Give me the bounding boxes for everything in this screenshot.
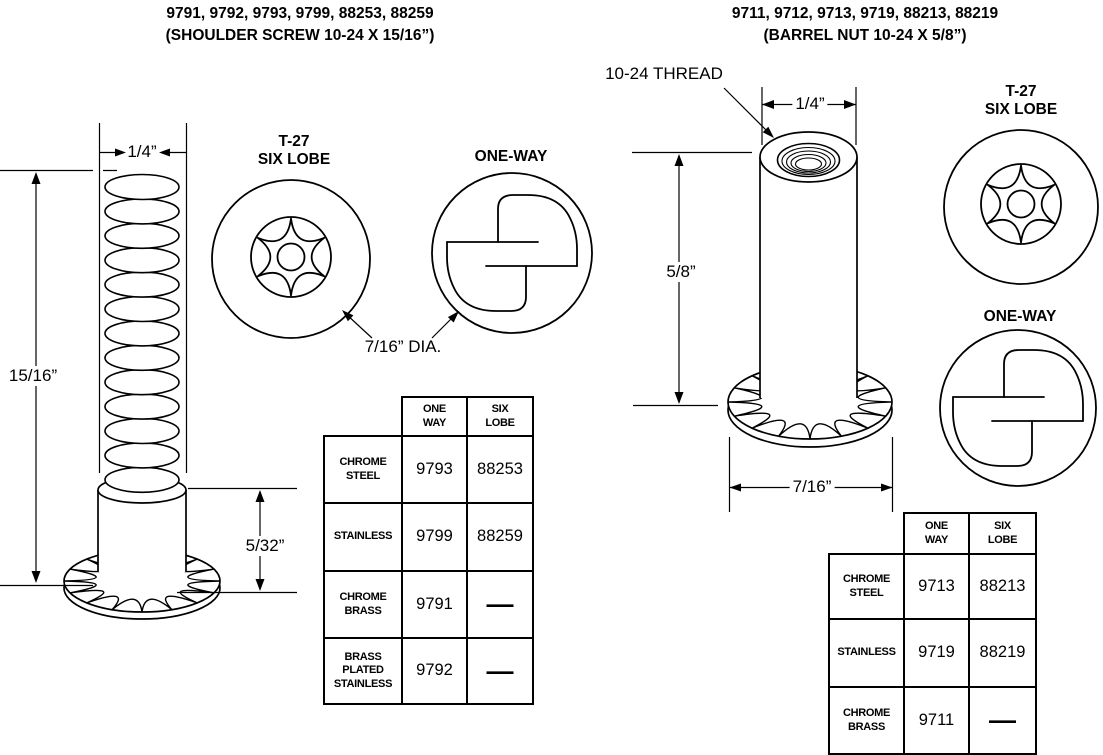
material-cell: STAINLESS — [323, 502, 403, 572]
right-title-description: (BARREL NUT 10-24 X 5/8”) — [763, 27, 967, 44]
material-cell: BRASS PLATED STAINLESS — [323, 637, 403, 705]
six-lobe-label-left: T-27 SIX LOBE — [258, 133, 330, 170]
internal-thread-rings — [781, 146, 836, 176]
six-lobe-label-left-line1: T-27 — [278, 133, 310, 150]
screw-dimension-lines — [0, 123, 457, 594]
screw-thread-width-dim: 1/4” — [127, 142, 157, 161]
one-way-head-detail-left — [431, 172, 593, 334]
material-cell: CHROME STEEL — [323, 435, 403, 504]
empty-corner-cell — [829, 513, 904, 554]
nut-dimension-arrowheads — [674, 100, 893, 492]
material-cell: CHROME BRASS — [323, 570, 403, 639]
right-title-part-numbers: 9711, 9712, 9713, 9719, 88213, 88219 — [731, 5, 999, 22]
part-number-cell: 9719 — [903, 618, 970, 688]
left-title-description: (SHOULDER SCREW 10-24 X 15/16”) — [165, 27, 435, 44]
one-way-column-header: ONE WAY — [903, 512, 970, 555]
table-row: BRASS PLATED STAINLESS 9792 — — [323, 637, 534, 705]
right-title: 9711, 9712, 9713, 9719, 88213, 88219 (BA… — [645, 3, 1085, 47]
one-way-label-right-text: ONE-WAY — [983, 308, 1057, 325]
screw-dimension-arrowheads — [31, 148, 459, 591]
screw-shoulder-dim: 5/32” — [242, 536, 288, 556]
nut-flange-dim: 7/16” — [789, 477, 835, 497]
six-lobe-column-header: SIX LOBE — [466, 396, 534, 437]
table-row: CHROME STEEL 9793 88253 — [323, 435, 534, 504]
nut-width-dim: 1/4” — [792, 94, 828, 114]
part-number-cell: 9793 — [401, 435, 468, 504]
head-diameter-dim: 7/16” DIA. — [364, 337, 442, 356]
left-title: 9791, 9792, 9793, 9799, 88253, 88259 (SH… — [100, 3, 500, 47]
barrel-nut-part-table: ONE WAY SIX LOBE CHROME STEEL 9713 88213… — [828, 512, 1037, 755]
screw-thread — [104, 173, 180, 494]
not-available-cell: — — [968, 686, 1037, 755]
nut-length-dim: 5/8” — [663, 262, 699, 282]
table-row: CHROME BRASS 9711 — — [828, 686, 1037, 755]
material-cell: CHROME STEEL — [828, 553, 905, 620]
part-number-cell: 9799 — [401, 502, 468, 572]
six-lobe-label-left-line2: SIX LOBE — [257, 151, 331, 169]
shoulder-screw-part-table: ONE WAY SIX LOBE CHROME STEEL 9793 88253… — [323, 396, 534, 705]
six-lobe-label-right-line2: SIX LOBE — [984, 101, 1058, 119]
part-number-cell: 88253 — [466, 435, 534, 504]
part-number-cell: 9791 — [401, 570, 468, 639]
empty-corner-cell — [324, 397, 402, 436]
six-lobe-head-detail-right — [943, 129, 1099, 285]
part-number-cell: 9711 — [903, 686, 970, 755]
left-title-part-numbers: 9791, 9792, 9793, 9799, 88253, 88259 — [166, 5, 434, 22]
part-number-cell: 9792 — [401, 637, 468, 705]
part-number-cell: 9713 — [903, 553, 970, 620]
table-row: CHROME STEEL 9713 88213 — [828, 553, 1037, 620]
nut-barrel — [759, 131, 858, 398]
part-number-cell: 88219 — [968, 618, 1037, 688]
one-way-label-left: ONE-WAY — [475, 148, 548, 166]
six-lobe-column-header: SIX LOBE — [968, 512, 1037, 555]
table-header-row: ONE WAY SIX LOBE — [324, 396, 534, 437]
not-available-cell: — — [466, 570, 534, 639]
one-way-label-right: ONE-WAY — [984, 308, 1057, 326]
nut-thread-callout: 10-24 THREAD — [605, 64, 723, 83]
screw-length-dim: 15/16” — [5, 366, 61, 386]
six-lobe-label-right-line1: T-27 — [1005, 83, 1037, 100]
table-row: STAINLESS 9719 88219 — [828, 618, 1037, 688]
table-header-row: ONE WAY SIX LOBE — [829, 512, 1037, 555]
one-way-label-left-text: ONE-WAY — [474, 148, 548, 165]
drive-pattern-glyphs — [256, 164, 1084, 467]
table-row: CHROME BRASS 9791 — — [323, 570, 534, 639]
part-number-cell: 88213 — [968, 553, 1037, 620]
six-lobe-label-right: T-27 SIX LOBE — [985, 83, 1057, 120]
one-way-column-header: ONE WAY — [401, 396, 468, 437]
material-cell: STAINLESS — [828, 618, 905, 688]
not-available-cell: — — [466, 637, 534, 705]
part-number-cell: 88259 — [466, 502, 534, 572]
six-lobe-head-detail-left — [211, 179, 371, 339]
one-way-head-detail-right — [939, 329, 1097, 487]
material-cell: CHROME BRASS — [828, 686, 905, 755]
table-row: STAINLESS 9799 88259 — [323, 502, 534, 572]
